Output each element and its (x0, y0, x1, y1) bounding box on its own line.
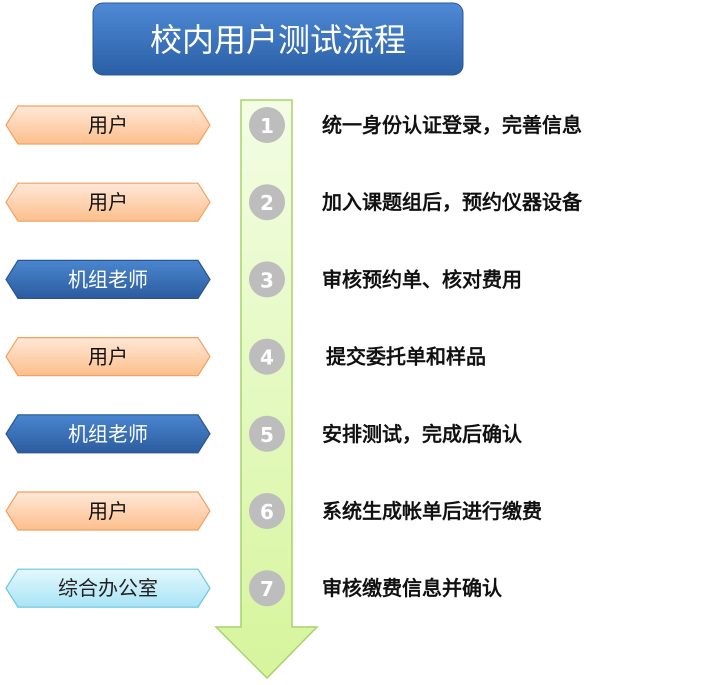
role-label: 用户 (88, 499, 128, 523)
role-label-shape (5, 568, 211, 608)
step-number-circle (249, 415, 285, 452)
role-label-shape (5, 259, 211, 299)
step-description: 审核缴费信息并确认 (322, 576, 503, 600)
step-row: 综合办公室 7 审核缴费信息并确认 (5, 568, 503, 608)
step-description: 统一身份认证登录，完善信息 (322, 113, 582, 137)
step-description: 加入课题组后，预约仪器设备 (321, 190, 583, 214)
step-description: 安排测试，完成后确认 (322, 422, 523, 446)
role-label-shape (5, 105, 211, 145)
step-number: 4 (260, 346, 274, 370)
step-number-circle (249, 493, 285, 529)
role-label-shape (5, 182, 211, 222)
role-label: 机组老师 (68, 422, 148, 446)
step-row: 机组老师 5 安排测试，完成后确认 (5, 414, 523, 454)
role-label: 综合办公室 (58, 576, 158, 600)
step-number-circle (249, 261, 285, 298)
step-description: 提交委托单和样品 (326, 345, 486, 369)
title-box: 校内用户测试流程 (92, 2, 464, 76)
step-row: 用户 6 系统生成帐单后进行缴费 (5, 491, 542, 531)
step-row: 用户 2 加入课题组后，预约仪器设备 (5, 182, 583, 222)
step-number-circle (249, 184, 285, 221)
step-number: 7 (260, 577, 274, 601)
step-number: 3 (260, 268, 274, 292)
page-title: 校内用户测试流程 (150, 21, 406, 59)
role-label-shape (5, 491, 211, 531)
step-number-circle (249, 107, 285, 143)
step-description: 审核预约单、核对费用 (322, 267, 522, 291)
role-label: 用户 (88, 113, 128, 137)
role-label: 用户 (88, 345, 128, 369)
role-label: 用户 (88, 190, 128, 214)
step-number-circle (249, 338, 285, 375)
step-number: 5 (260, 423, 274, 447)
step-row: 用户 4 提交委托单和样品 (5, 337, 486, 377)
step-number-circle (249, 570, 285, 607)
role-label-shape (5, 414, 211, 454)
step-number: 1 (260, 114, 274, 138)
role-label-shape (5, 337, 211, 377)
step-description: 系统生成帐单后进行缴费 (322, 499, 542, 523)
role-label: 机组老师 (68, 267, 148, 291)
step-row: 机组老师 3 审核预约单、核对费用 (5, 259, 522, 299)
down-arrow (214, 99, 319, 680)
step-row: 用户 1 统一身份认证登录，完善信息 (5, 105, 582, 145)
step-number: 2 (260, 191, 274, 215)
step-number: 6 (260, 500, 274, 524)
